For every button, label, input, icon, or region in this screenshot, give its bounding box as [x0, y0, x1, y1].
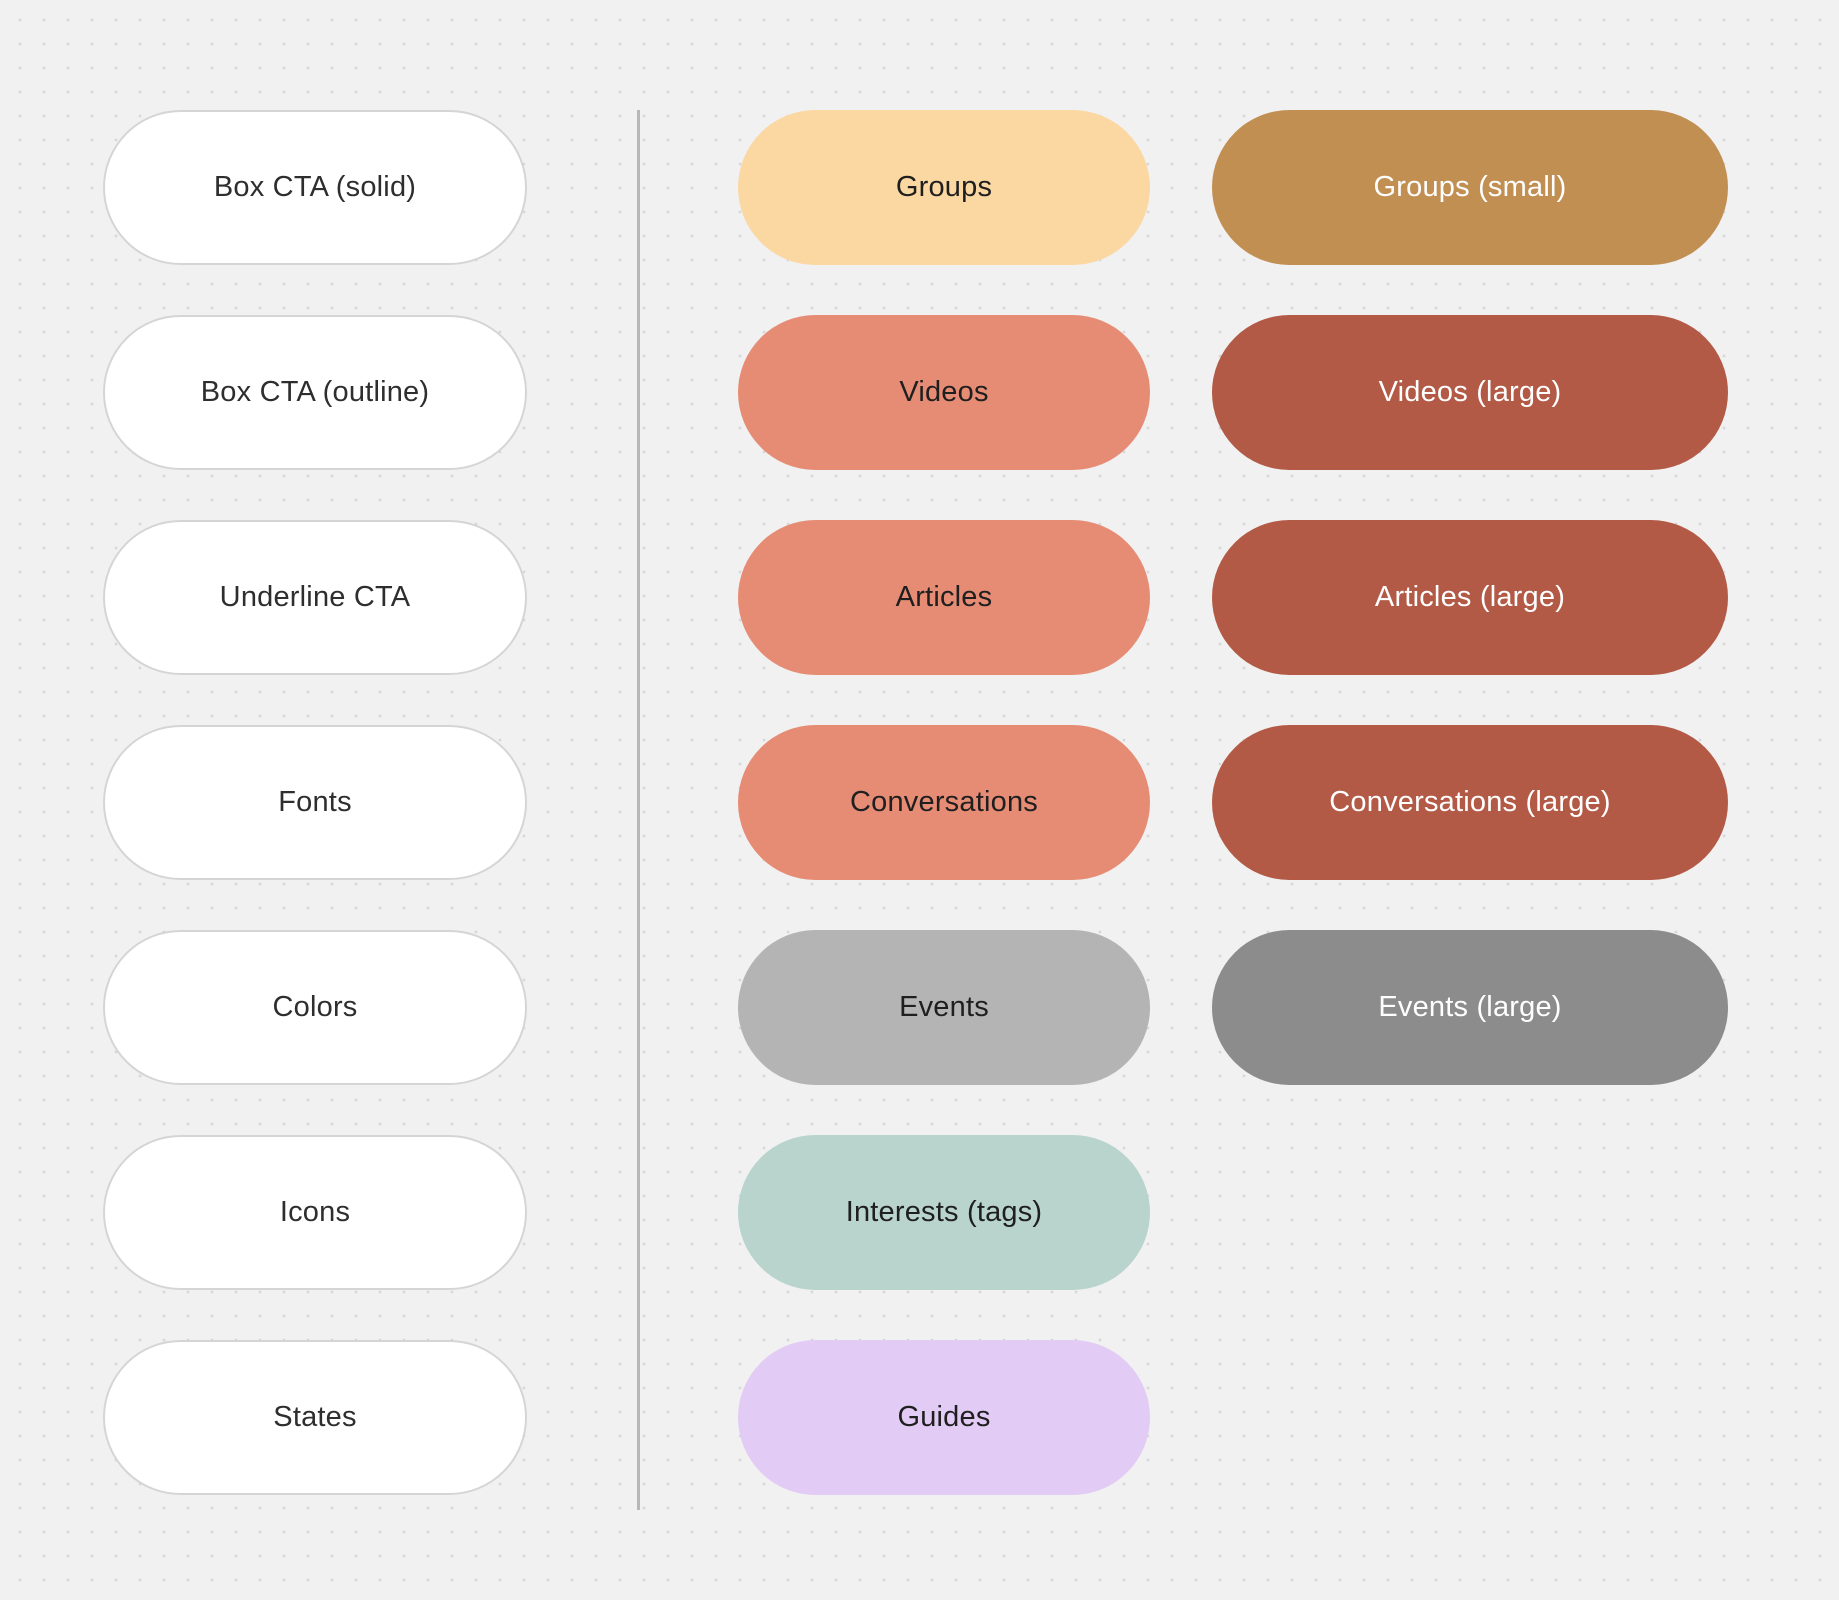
- pill-videos[interactable]: Videos: [738, 315, 1150, 470]
- pill-box-cta-outline[interactable]: Box CTA (outline): [103, 315, 527, 470]
- pill-underline-cta[interactable]: Underline CTA: [103, 520, 527, 675]
- pill-events-large[interactable]: Events (large): [1212, 930, 1728, 1085]
- pill-articles-large[interactable]: Articles (large): [1212, 520, 1728, 675]
- pill-label: Interests (tags): [845, 1196, 1043, 1228]
- pill-label: Colors: [272, 991, 358, 1023]
- pill-conversations[interactable]: Conversations: [738, 725, 1150, 880]
- pill-groups-small[interactable]: Groups (small): [1212, 110, 1728, 265]
- pill-fonts[interactable]: Fonts: [103, 725, 527, 880]
- pill-label: Underline CTA: [219, 581, 411, 613]
- pill-label: Articles (large): [1374, 581, 1566, 613]
- pill-label: Conversations (large): [1329, 786, 1611, 818]
- pill-conversations-large[interactable]: Conversations (large): [1212, 725, 1728, 880]
- pill-label: Guides: [897, 1401, 991, 1433]
- pill-guides[interactable]: Guides: [738, 1340, 1150, 1495]
- pill-groups[interactable]: Groups: [738, 110, 1150, 265]
- pill-icons[interactable]: Icons: [103, 1135, 527, 1290]
- pill-label: Groups: [895, 171, 993, 203]
- pill-articles[interactable]: Articles: [738, 520, 1150, 675]
- pill-label: Groups (small): [1373, 171, 1567, 203]
- pill-label: Events (large): [1378, 991, 1562, 1023]
- pill-label: Articles: [895, 581, 993, 613]
- pill-label: Videos: [899, 376, 989, 408]
- pill-label: Fonts: [278, 786, 352, 818]
- pill-states[interactable]: States: [103, 1340, 527, 1495]
- pill-colors[interactable]: Colors: [103, 930, 527, 1085]
- pill-videos-large[interactable]: Videos (large): [1212, 315, 1728, 470]
- pill-label: Videos (large): [1378, 376, 1562, 408]
- pill-label: Icons: [279, 1196, 351, 1228]
- pill-events[interactable]: Events: [738, 930, 1150, 1085]
- pill-label: States: [273, 1401, 357, 1433]
- pill-box-cta-solid[interactable]: Box CTA (solid): [103, 110, 527, 265]
- pill-label: Events: [899, 991, 989, 1023]
- pill-label: Box CTA (solid): [213, 171, 417, 203]
- column-divider: [637, 110, 640, 1510]
- pill-interests-tags[interactable]: Interests (tags): [738, 1135, 1150, 1290]
- pill-label: Conversations: [850, 786, 1038, 818]
- pill-label: Box CTA (outline): [200, 376, 430, 408]
